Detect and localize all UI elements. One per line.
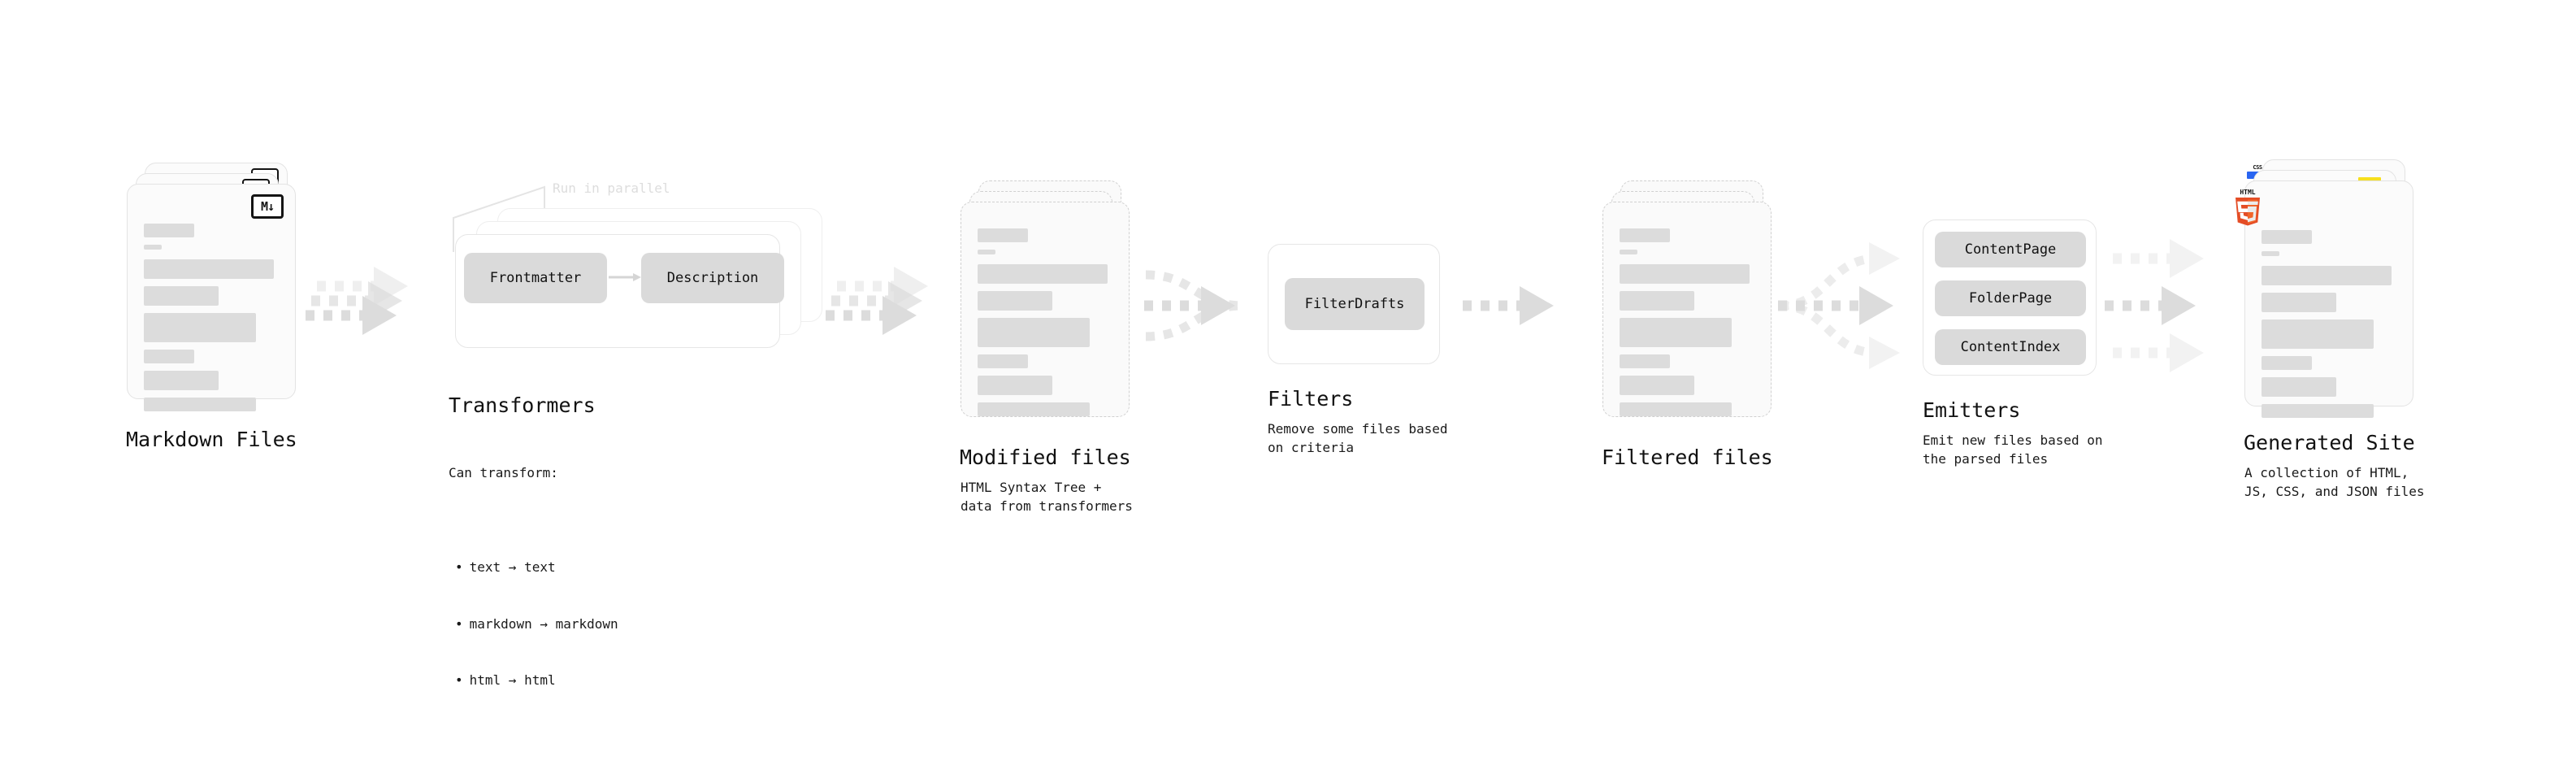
- bullet-item: html → html: [449, 671, 618, 689]
- file-content-bars: [144, 224, 280, 419]
- stage-title: Filters: [1268, 387, 1354, 411]
- stage-subtitle: Can transform: text → text markdown → ma…: [449, 426, 618, 765]
- content-bar: [978, 354, 1028, 368]
- stage-markdown-files: M↓ M↓ M↓ Markdown Files: [126, 163, 297, 451]
- stage-generated-site: HTML: [2236, 159, 2425, 499]
- arrow-modified-to-filters: [1144, 270, 1244, 341]
- content-bar: [978, 264, 1108, 284]
- content-bar: [2262, 356, 2312, 370]
- content-bar: [1620, 228, 1670, 242]
- content-bar: [978, 376, 1052, 395]
- content-bar: [1620, 402, 1732, 416]
- transformer-chip-frontmatter[interactable]: Frontmatter: [464, 253, 607, 303]
- content-bar: [978, 402, 1090, 416]
- stage-subtitle: Emit new files based on the parsed files: [1923, 432, 2103, 467]
- stage-subtitle: Remove some files based on criteria: [1268, 421, 1448, 456]
- content-bar: [978, 291, 1052, 311]
- stage-transformers: Run in parallel Frontmatter Description: [449, 180, 822, 688]
- content-bar: [1620, 250, 1637, 254]
- stage-title: Emitters: [1923, 398, 2021, 422]
- content-bar: [144, 313, 256, 342]
- transform-arrow-icon: [609, 273, 641, 281]
- stage-title: Modified files: [960, 446, 1131, 469]
- content-bar: [144, 259, 274, 279]
- markdown-file-stack: M↓ M↓ M↓: [127, 163, 296, 411]
- file-content-bars: [1620, 228, 1756, 424]
- bullet-item: text → text: [449, 558, 618, 576]
- arrow-transformers-to-modified: [826, 267, 928, 335]
- content-bar: [1620, 376, 1694, 395]
- file-sheet-front: [961, 202, 1130, 417]
- content-bar: [2262, 319, 2374, 349]
- subtitle-line: Can transform:: [449, 465, 558, 481]
- markdown-icon: M↓: [251, 194, 284, 219]
- emitters-card: ContentPage FolderPage ContentIndex: [1923, 220, 2097, 376]
- stage-emitters: ContentPage FolderPage ContentIndex Emit…: [1923, 220, 2103, 467]
- emitter-chip-folderpage[interactable]: FolderPage: [1935, 280, 2086, 316]
- run-in-parallel-label: Run in parallel: [553, 180, 670, 196]
- stage-subtitle: A collection of HTML, JS, CSS, and JSON …: [2244, 465, 2425, 500]
- arrow-emitters-to-site: [2105, 239, 2204, 372]
- arrow-markdown-to-transformers: [306, 267, 408, 335]
- transformer-card-front: Frontmatter Description: [455, 234, 784, 348]
- content-bar: [978, 318, 1090, 347]
- transformer-chip-description[interactable]: Description: [641, 253, 784, 303]
- content-bar: [1620, 354, 1670, 368]
- stage-title: Generated Site: [2244, 431, 2415, 454]
- bullet-item: markdown → markdown: [449, 615, 618, 633]
- content-bar: [144, 398, 256, 411]
- content-bar: [2262, 266, 2392, 285]
- generated-file-stack: HTML: [2236, 159, 2413, 418]
- content-bar: [2262, 404, 2374, 418]
- filter-chip-filterdrafts[interactable]: FilterDrafts: [1285, 278, 1425, 330]
- content-bar: [1620, 264, 1750, 284]
- content-bar: [2262, 230, 2312, 244]
- content-bar: [2262, 293, 2336, 312]
- modified-file-stack: [961, 180, 1130, 417]
- stage-title: Markdown Files: [126, 428, 297, 451]
- emitter-chip-contentindex[interactable]: ContentIndex: [1935, 329, 2086, 365]
- content-bar: [144, 350, 194, 363]
- file-sheet-front: M↓: [127, 184, 296, 411]
- content-bar: [1620, 291, 1694, 311]
- content-bar: [2262, 377, 2336, 397]
- file-content-bars: [978, 228, 1114, 424]
- filters-card: FilterDrafts: [1268, 244, 1440, 364]
- transform-bullet-list: text → text markdown → markdown html → h…: [449, 520, 618, 728]
- file-content-bars: [2262, 230, 2398, 425]
- stage-title: Filtered files: [1602, 446, 1773, 469]
- content-bar: [978, 228, 1028, 242]
- html5-icon: HTML: [2234, 189, 2262, 226]
- stage-modified-files: Modified files HTML Syntax Tree + data f…: [960, 180, 1133, 514]
- content-bar: [144, 224, 194, 237]
- stage-filters: FilterDrafts Filters Remove some files b…: [1268, 244, 1448, 455]
- content-bar: [1620, 318, 1732, 347]
- file-sheet-front: [1602, 202, 1772, 417]
- html5-label: HTML: [2240, 189, 2256, 196]
- filtered-file-stack: [1602, 180, 1772, 417]
- content-bar: [2262, 251, 2279, 256]
- file-sheet-front: HTML: [2236, 180, 2413, 418]
- content-bar: [144, 371, 219, 390]
- content-bar: [144, 245, 162, 250]
- content-bar: [978, 250, 995, 254]
- stage-filtered-files: Filtered files: [1602, 180, 1773, 469]
- stage-subtitle: HTML Syntax Tree + data from transformer…: [961, 480, 1133, 515]
- arrow-filters-to-filtered: [1463, 286, 1554, 325]
- emitter-chip-contentpage[interactable]: ContentPage: [1935, 232, 2086, 267]
- stage-title: Transformers: [449, 393, 596, 417]
- pipeline-diagram: M↓ M↓ M↓ Markdown Files: [0, 0, 2576, 681]
- parallel-bracket: [453, 185, 545, 252]
- content-bar: [144, 286, 219, 306]
